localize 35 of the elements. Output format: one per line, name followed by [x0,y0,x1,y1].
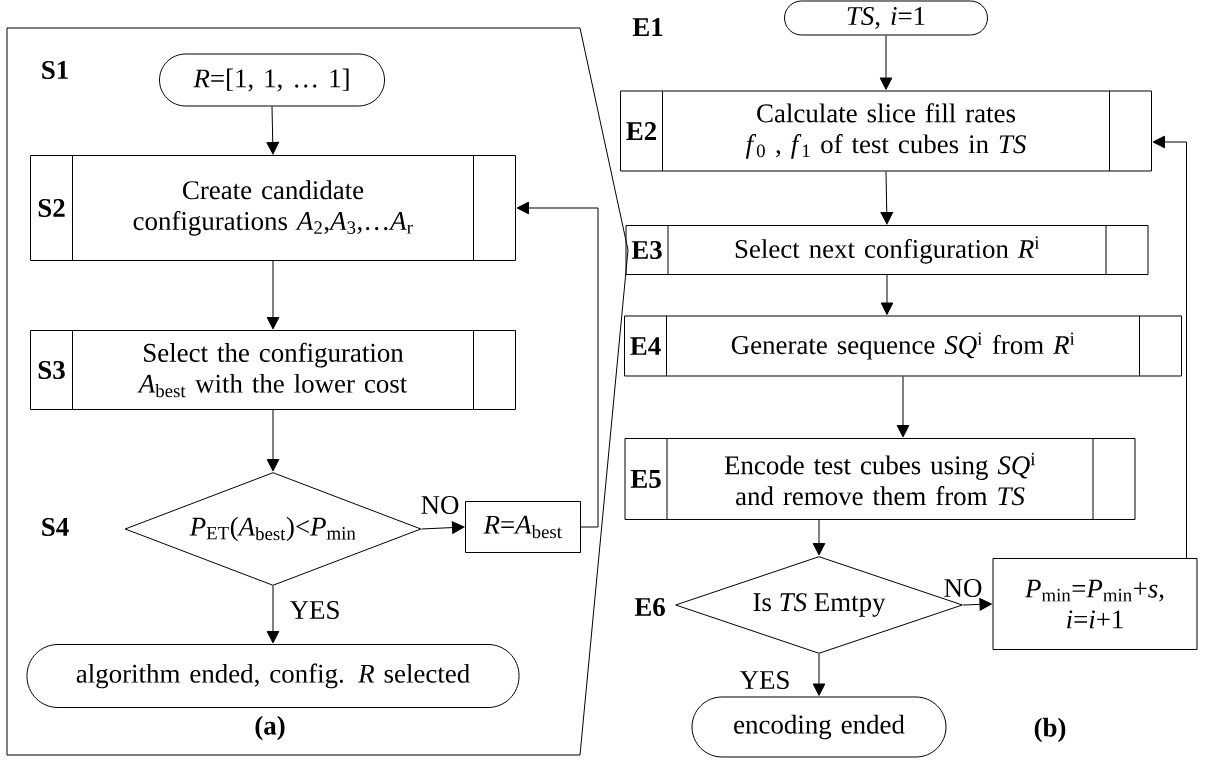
edge-label: NO [944,578,982,598]
arrow [879,35,893,90]
arrow [896,376,910,438]
subroutine-box: S3 Select the configuration A$_{best}$ with the lower cost [30,330,516,410]
arrow [812,653,826,696]
panel-label: (b) [1034,717,1066,743]
arrow [962,598,992,611]
terminal-box: R=[1, 1, … 1] [159,53,385,107]
arrow [266,585,280,644]
subroutine-box: S2 Create candidate configurations A$_{2}$,A$_{3}$,…A$_{r}$ [30,155,516,261]
edge-label: NO [421,495,459,515]
edge-label: YES [739,670,789,690]
arrow [880,274,894,315]
arrow [421,521,465,534]
subroutine-box: E4 Generate sequence SQ$^{i}$ from R$^{i}$ [624,315,1182,377]
arrow [880,171,894,225]
terminal-box: TS, i=1 [784,0,988,36]
step-label: E6 [634,597,665,617]
panel-label: E1 [632,18,663,36]
arrow [1152,135,1187,559]
arrow [266,409,280,472]
process-box: P$_{min}$=P$_{min}$+s, i=i+1 [992,558,1198,650]
arrow [266,260,280,330]
arrow [812,519,826,556]
arrow [516,201,599,528]
edge-label: YES [289,600,339,620]
step-label: S4 [42,517,69,537]
subroutine-box: E5 Encode test cubes using SQ$^{i}$ and remove them from TS [624,438,1136,520]
process-box: R=A$_{best}$ [465,501,581,553]
terminal-box: encoding ended [691,696,947,758]
subroutine-box: E3 Select next configuration R$^{i}$ [625,225,1149,275]
arrow [266,106,280,155]
terminal-box: algorithm ended, config. R selected [26,644,520,708]
step-label: S1 [42,60,68,80]
subroutine-box: E2 Calculate slice fill rates f$_{0}$ , f$_{1}$ of test cubes in TS [620,90,1152,172]
